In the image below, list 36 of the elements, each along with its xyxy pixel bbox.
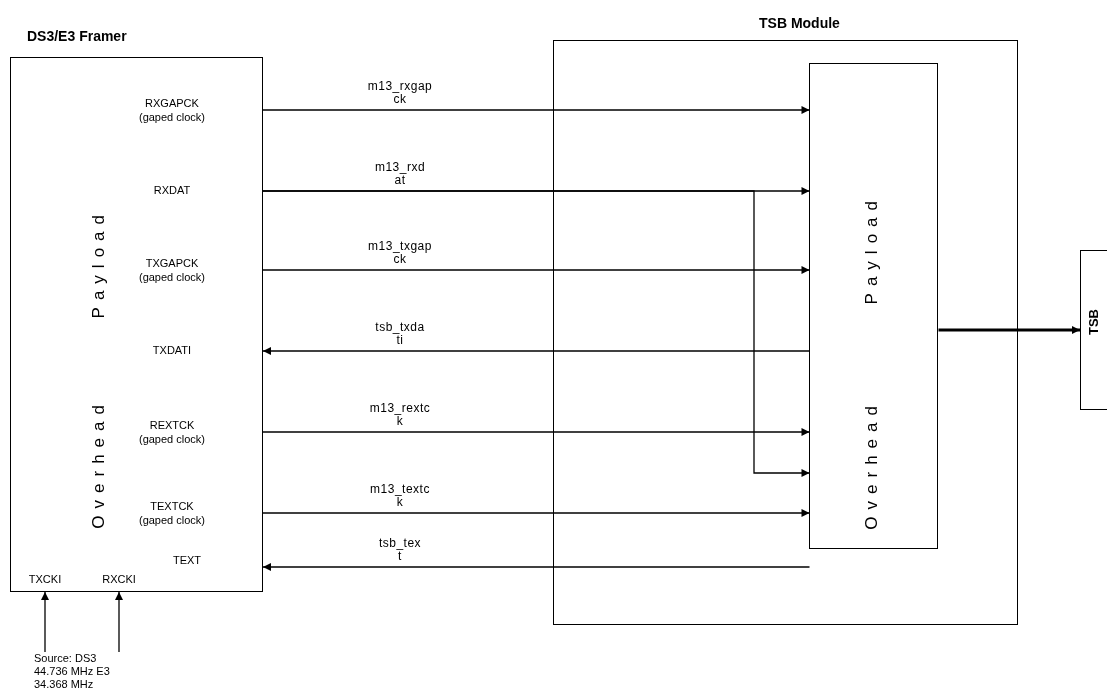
pin-label: TEXT [171,553,203,567]
pin-label: REXTCK (gaped clock) [137,418,206,446]
pin-label: RXDAT [152,183,192,197]
section-label: Overhead [89,398,109,529]
source-note: Source: DS3 44.736 MHz E3 34.368 MHz [34,652,111,691]
block-label: TSB [1086,309,1101,335]
edge-label: tsb_txda ti [375,321,425,347]
section-label: Payload [89,208,109,319]
arrow [938,326,1080,334]
tsb-block [1080,250,1107,410]
arrow [262,347,811,355]
arrow [262,563,811,571]
pin-label: TXDATI [151,343,193,357]
arrow [262,190,811,477]
pin-label: RXCKI [101,572,137,586]
section-label: Overhead [862,399,882,530]
edge-label: m13_textc k [370,483,430,509]
edge-label: m13_rxd at [374,161,426,187]
arrow [115,591,123,653]
pin-label: TXCKI [27,572,63,586]
edge-label: m13_rxgap ck [367,80,433,106]
edge-label: m13_rextc k [369,402,431,428]
payload-overhead-block [809,63,938,549]
arrow [262,428,811,436]
arrow [262,509,811,517]
arrow [262,266,811,274]
arrow [41,591,49,653]
arrow [262,106,811,114]
block-title: TSB Module [759,15,840,31]
pin-label: RXGAPCK (gaped clock) [137,96,206,124]
edge-label: m13_txgap ck [368,240,432,266]
block-title: DS3/E3 Framer [27,28,127,44]
section-label: Payload [862,194,882,305]
edge-label: tsb_tex t [378,537,422,563]
pin-label: TEXTCK (gaped clock) [137,499,206,527]
pin-label: TXGAPCK (gaped clock) [137,256,206,284]
